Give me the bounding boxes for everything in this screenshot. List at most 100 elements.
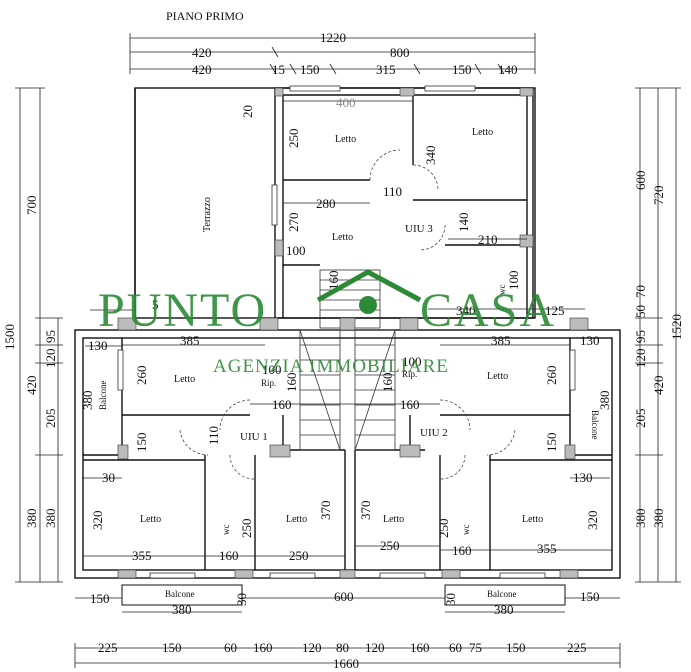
room-wc-upper: wc [497,285,507,296]
room-rip-right: Rip. [402,369,417,379]
dim-inner-150-left: 150 [134,433,149,453]
top-dimensions [129,33,536,75]
dim-left-95: 95 [43,330,58,343]
room-letto-upper-right: Letto [472,127,493,138]
dim-inner-160-left-b: 160 [272,397,292,412]
bottom-dimensions [74,597,621,668]
room-letto-upper-left: Letto [335,134,356,145]
logo-house-icon [316,269,422,303]
dim-top-140: 140 [498,62,518,77]
inner-dimension-lines [82,100,612,557]
dim-inner-250-top: 250 [286,129,301,149]
dim-top-total: 1220 [320,30,346,45]
dim-inner-260-left: 260 [134,366,149,386]
dim-bottom-150-right: 150 [580,589,600,604]
dim-bottom-150-a: 150 [162,640,182,655]
dim-right-420: 420 [651,376,666,396]
dim-inner-250-bottom-right: 250 [380,538,400,553]
right-dimensions [635,87,681,583]
room-letto-f: Letto [522,514,543,525]
dim-bottom-30-left: 30 [234,593,249,606]
dim-inner-30-left: 30 [102,470,115,485]
dim-inner-100-upper-right: 100 [506,271,521,291]
dim-bottom-75: 75 [469,640,482,655]
dim-bottom-150-b: 150 [506,640,526,655]
dim-bottom-600: 600 [334,589,354,604]
logo-dot-icon [359,296,377,314]
dim-left-380-balcony: 380 [80,391,95,411]
room-balcone-left: Balcone [98,381,108,411]
dim-inner-160-stair: 160 [326,271,341,291]
dim-left-130: 130 [88,338,108,353]
dim-bottom-225-b: 225 [567,640,587,655]
dim-inner-130-right: 130 [573,470,593,485]
dim-inner-260-right: 260 [544,366,559,386]
room-letto-b: Letto [487,371,508,382]
dim-inner-400: 400 [336,95,356,110]
dim-inner-250-wc-left: 250 [239,519,254,539]
plan-title: PIANO PRIMO [166,9,244,23]
dim-top-150b: 150 [452,62,472,77]
dim-inner-5: 5 [152,297,159,312]
dim-bottom-total: 1660 [333,656,359,671]
dim-bottom-80: 80 [336,640,349,655]
dim-inner-110-left: 110 [206,426,221,445]
dim-right-380-a: 380 [633,509,648,529]
unit-label-1: UIU 1 [240,431,268,443]
punto-casa-logo: PUNTO CASA AGENZIA IMMOBILIARE [98,269,556,377]
dim-inner-385-right: 385 [491,333,511,348]
dim-inner-340-top: 340 [423,146,438,166]
dim-bottom-60-a: 60 [224,640,237,655]
room-rip-left: Rip. [261,378,276,388]
room-balcone-bottom-right: Balcone [487,589,517,599]
dim-inner-100-mid: 100 [286,243,306,258]
dim-inner-160-bottom-right: 160 [452,543,472,558]
dim-right-120: 120 [633,349,648,369]
left-dimensions [15,87,63,583]
room-balcone-right: Balcone [590,410,600,440]
dim-inner-355-right: 355 [537,541,557,556]
dim-bottom-150-left: 150 [90,591,110,606]
dim-left-420: 420 [24,376,39,396]
unit-label-3: UIU 3 [405,223,433,235]
pillars [117,87,589,579]
dim-top-315: 315 [376,62,396,77]
logo-subtitle: AGENZIA IMMOBILIARE [213,356,449,377]
dim-inner-385-left: 385 [180,333,200,348]
logo-word-punto: PUNTO [98,284,267,337]
dim-right-50: 50 [633,305,648,318]
dim-inner-250-wc-right: 250 [436,519,451,539]
dim-inner-370-left: 370 [318,501,333,521]
dim-inner-160-right-a: 160 [380,373,395,393]
dim-top-420b: 420 [192,62,212,77]
dim-bottom-120-a: 120 [302,640,322,655]
room-letto-upper-mid: Letto [332,232,353,243]
dim-inner-160-left-a: 160 [284,373,299,393]
dim-left-380-b: 380 [43,509,58,529]
dim-inner-100-right: 100 [402,354,422,369]
dim-left-700: 700 [24,196,39,216]
dim-top-800: 800 [390,45,410,60]
door-swings [179,149,516,480]
dim-inner-125: 125 [545,303,565,318]
dim-right-130: 130 [580,333,600,348]
dim-right-600: 600 [633,171,648,191]
dim-inner-270: 270 [286,213,301,233]
dim-bottom-120-b: 120 [365,640,385,655]
dim-top-150: 150 [300,62,320,77]
dim-left-1500: 1500 [2,324,17,350]
dim-right-95: 95 [633,330,648,343]
dim-right-70: 70 [633,285,648,298]
dim-right-720: 720 [651,186,666,206]
dim-bottom-160-b: 160 [410,640,430,655]
logo-word-casa: CASA [420,284,556,337]
dim-bottom-225-a: 225 [98,640,118,655]
dim-inner-250-bottom-left: 250 [289,548,309,563]
dim-inner-320-left: 320 [90,511,105,531]
dim-inner-320-right: 320 [585,511,600,531]
room-terrazzo: Terrazzo [202,197,213,232]
room-letto-a: Letto [174,374,195,385]
dim-inner-160-bottom-left: 160 [219,548,239,563]
dim-top-15: 15 [272,62,285,77]
